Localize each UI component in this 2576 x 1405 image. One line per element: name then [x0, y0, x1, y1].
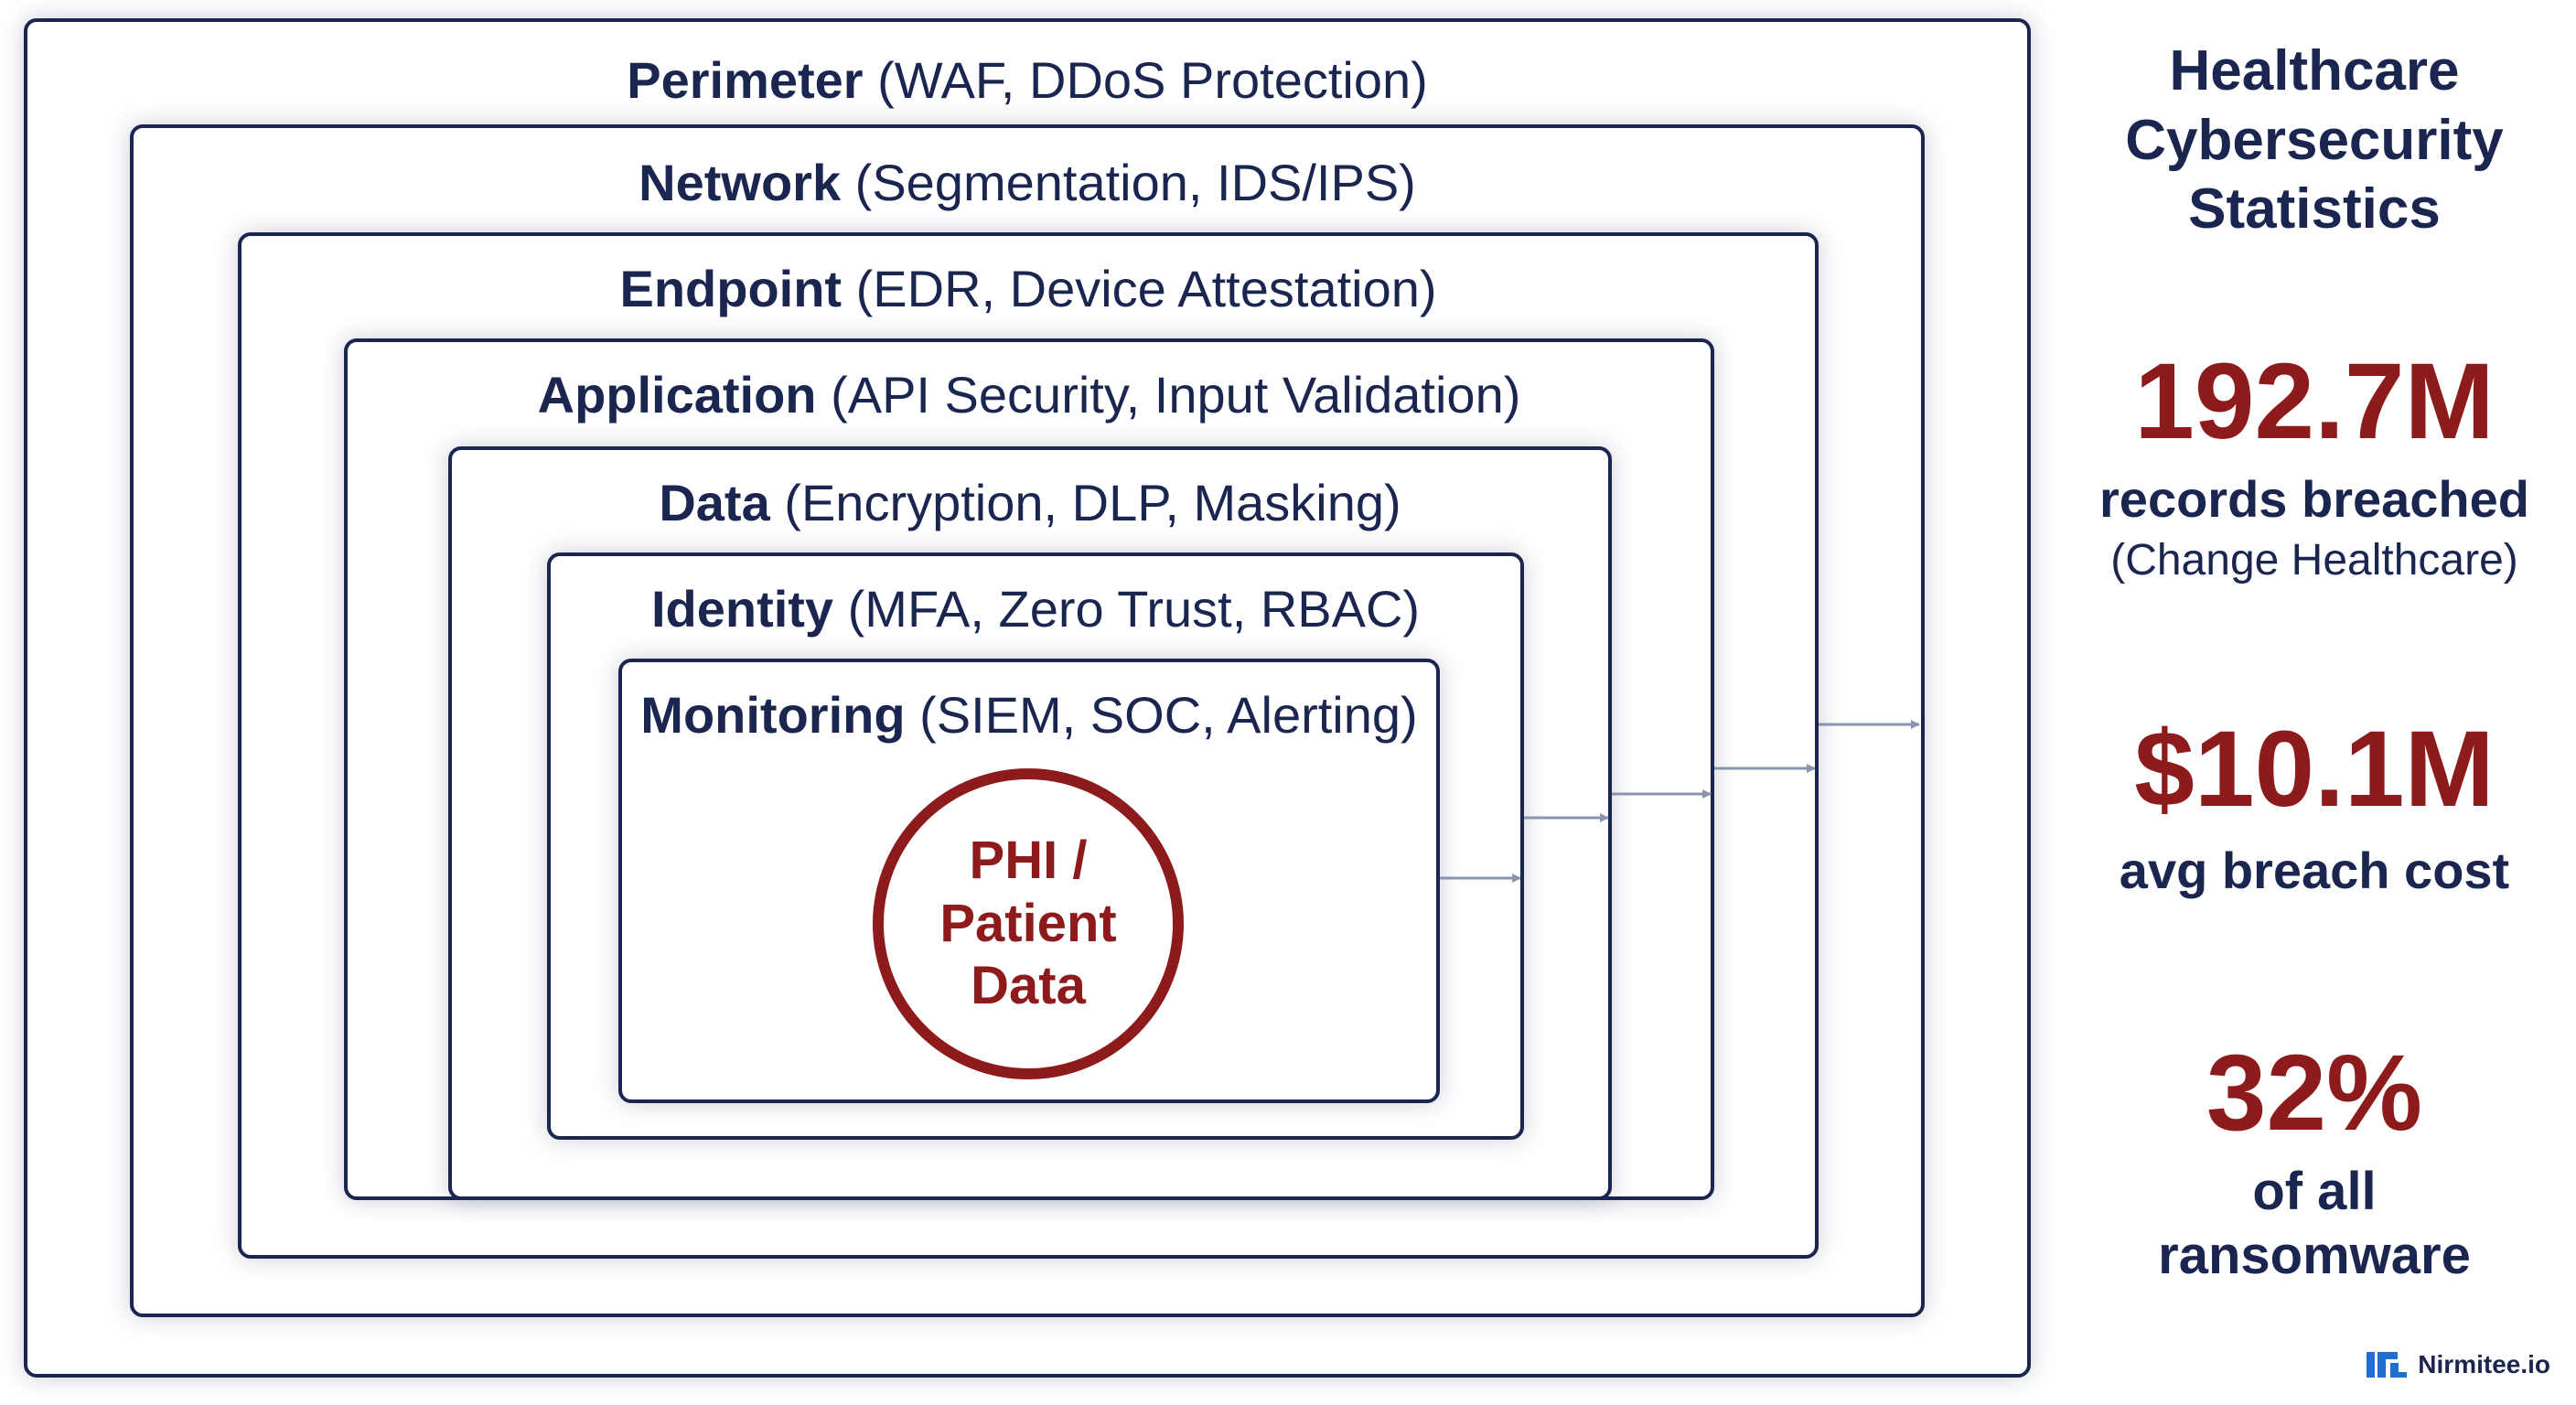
stat-value: $10.1M [2134, 709, 2495, 830]
phi-core-circle: PHI / Patient Data [873, 768, 1184, 1079]
layer-network-title: Network (Segmentation, IDS/IPS) [639, 154, 1416, 211]
layer-identity-title: Identity (MFA, Zero Trust, RBAC) [650, 580, 1421, 638]
stat-label: records breached [2099, 470, 2529, 528]
layer-endpoint-title: Endpoint (EDR, Device Attestation) [619, 260, 1437, 317]
stats-title: Healthcare Cybersecurity Statistics [2125, 39, 2504, 241]
brand-name: Nirmitee.io [2418, 1350, 2550, 1378]
stat-records-breached: 192.7M records breached (Change Healthca… [2058, 348, 2571, 587]
stat-value: 32% [2206, 1033, 2423, 1153]
stat-label: avg breach cost [2119, 842, 2510, 899]
stat-sub: (Change Healthcare) [2110, 536, 2518, 585]
stat-avg-breach-cost: $10.1M avg breach cost [2058, 715, 2571, 902]
layer-application-title: Application (API Security, Input Validat… [537, 366, 1521, 424]
stat-value: 192.7M [2134, 341, 2495, 462]
layer-data-title: Data (Encryption, DLP, Masking) [659, 474, 1401, 531]
stat-ransomware-share: 32% of all ransomware [2058, 1039, 2571, 1287]
brand-logo: Nirmitee.io [2365, 1348, 2550, 1381]
layer-monitoring-title: Monitoring (SIEM, SOC, Alerting) [640, 686, 1418, 744]
phi-core-label: PHI / Patient Data [939, 831, 1117, 1016]
layer-perimeter-title: Perimeter (WAF, DDoS Protection) [627, 51, 1428, 109]
brand-mark-icon [2367, 1352, 2408, 1378]
stat-label: of all ransomware [2158, 1162, 2471, 1285]
